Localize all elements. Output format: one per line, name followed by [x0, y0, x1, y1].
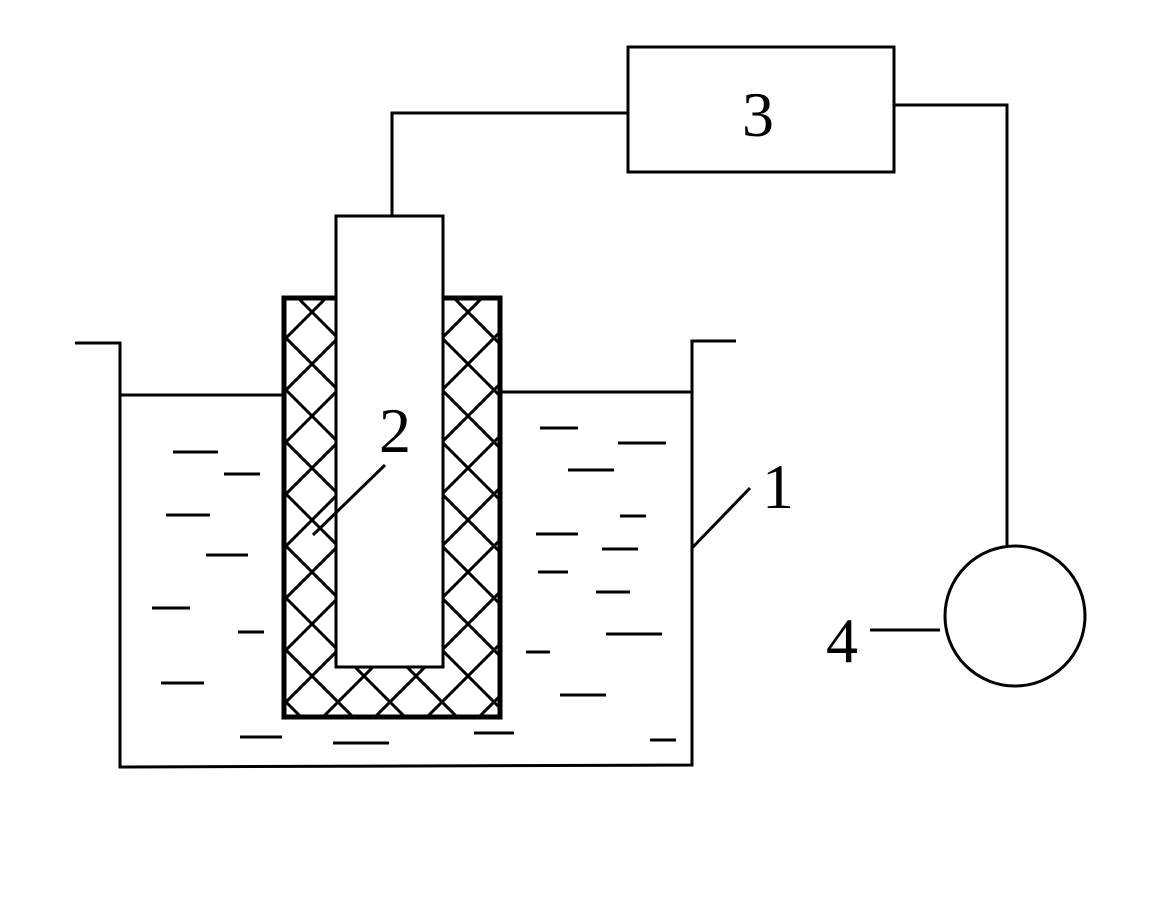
leader-2	[311, 463, 387, 537]
label-instrument: 3	[742, 79, 774, 150]
label-electrode: 2	[379, 395, 411, 466]
container-vessel	[75, 339, 736, 769]
wire-instrument-to-ground	[894, 103, 1009, 548]
label-container: 1	[762, 451, 794, 522]
liquid-dashes	[152, 426, 676, 745]
label-ground: 4	[826, 605, 858, 676]
leader-1	[690, 486, 752, 550]
electrode	[334, 214, 445, 669]
instrument-box	[626, 45, 896, 174]
wire-electrode-to-instrument	[390, 111, 628, 216]
ground-circle	[943, 544, 1087, 688]
